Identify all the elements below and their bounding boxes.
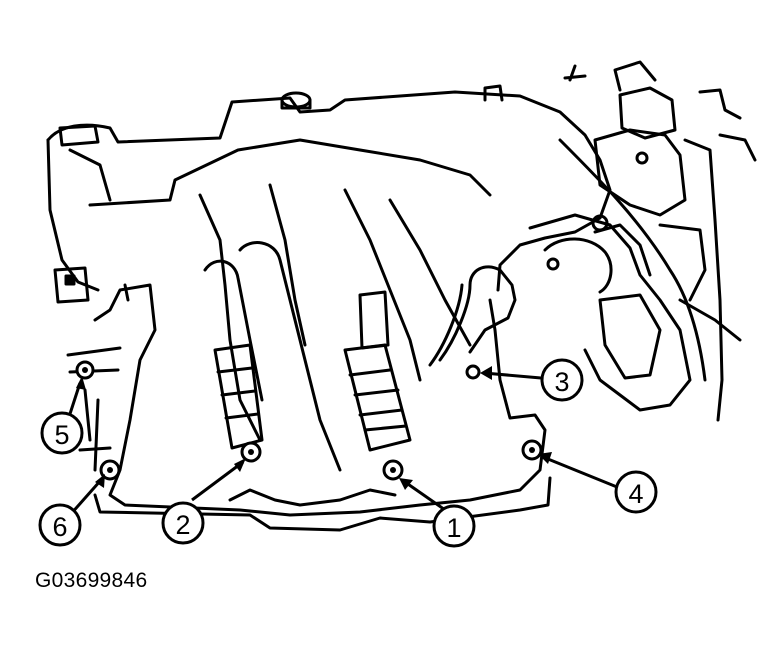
center-tab (358, 290, 390, 350)
callout-circle-2 (161, 501, 205, 545)
upper-pipe (613, 60, 657, 92)
right-connector (593, 128, 687, 217)
throttle-inner-b (593, 223, 652, 277)
port-window-left-bars (216, 366, 260, 420)
manifold-body (93, 283, 547, 517)
figure-code: G03699846 (35, 569, 148, 592)
right-connector-top (618, 86, 677, 140)
leader-2 (191, 460, 244, 502)
leader-4 (542, 455, 618, 489)
plenum-crease (68, 148, 112, 202)
arrowhead-2 (234, 458, 246, 472)
left-stud-post (93, 283, 130, 472)
bolt-3 (465, 364, 481, 380)
arrowhead-5 (76, 376, 86, 390)
throttle-plate (598, 293, 662, 380)
arrowhead-4 (538, 452, 552, 464)
bracket-hole (64, 274, 76, 286)
bracket-left (53, 266, 90, 304)
vacuum-hose-inner (428, 283, 464, 367)
callout-label-5: 5 (54, 420, 69, 450)
plenum-inner-line (88, 138, 492, 207)
right-edge-a (698, 88, 757, 162)
leader-1 (404, 480, 449, 514)
port-window-left (213, 343, 264, 450)
rear-post-2 (563, 64, 587, 82)
callout-label-4: 4 (628, 479, 643, 509)
runner-2 (268, 183, 307, 347)
runner-6 (203, 259, 264, 402)
plenum-outline (46, 90, 612, 292)
runner-1 (198, 193, 262, 442)
base-flange-detail (228, 488, 397, 507)
connector-bolt (635, 151, 649, 165)
callout-label-3: 3 (554, 367, 569, 397)
right-edge-c (678, 298, 742, 342)
runner-4 (388, 198, 472, 347)
port-window-right-bars (348, 368, 408, 432)
top-cap-base (280, 98, 312, 110)
arrowhead-1 (399, 478, 413, 490)
callout-circle-3 (540, 358, 584, 402)
right-wiring (683, 138, 724, 422)
callout-label-2: 2 (175, 510, 190, 540)
arrowhead-6 (95, 474, 105, 488)
callout-label-1: 1 (446, 513, 461, 543)
callout-circle-6 (38, 503, 82, 547)
right-wiring-2 (558, 138, 707, 382)
throttle-bolt (546, 257, 560, 271)
port-window-right (343, 343, 412, 452)
callout-circle-4 (614, 470, 658, 514)
callout-circle-1 (432, 504, 476, 548)
arrowhead-3 (480, 366, 492, 380)
vacuum-hose (438, 265, 517, 362)
right-edge-b (658, 223, 707, 302)
leader-3 (483, 371, 542, 380)
throttle-body (528, 213, 692, 412)
runner-5 (238, 241, 342, 472)
runner-3 (343, 188, 422, 382)
rear-post (483, 84, 504, 102)
callout-label-6: 6 (52, 512, 67, 542)
left-end-cap (58, 124, 100, 147)
plenum-lower-edge (46, 138, 100, 292)
throttle-inner-a (543, 237, 613, 294)
leader-6 (68, 479, 103, 516)
callout-circle-5 (40, 411, 84, 455)
throttle-port (591, 214, 609, 232)
